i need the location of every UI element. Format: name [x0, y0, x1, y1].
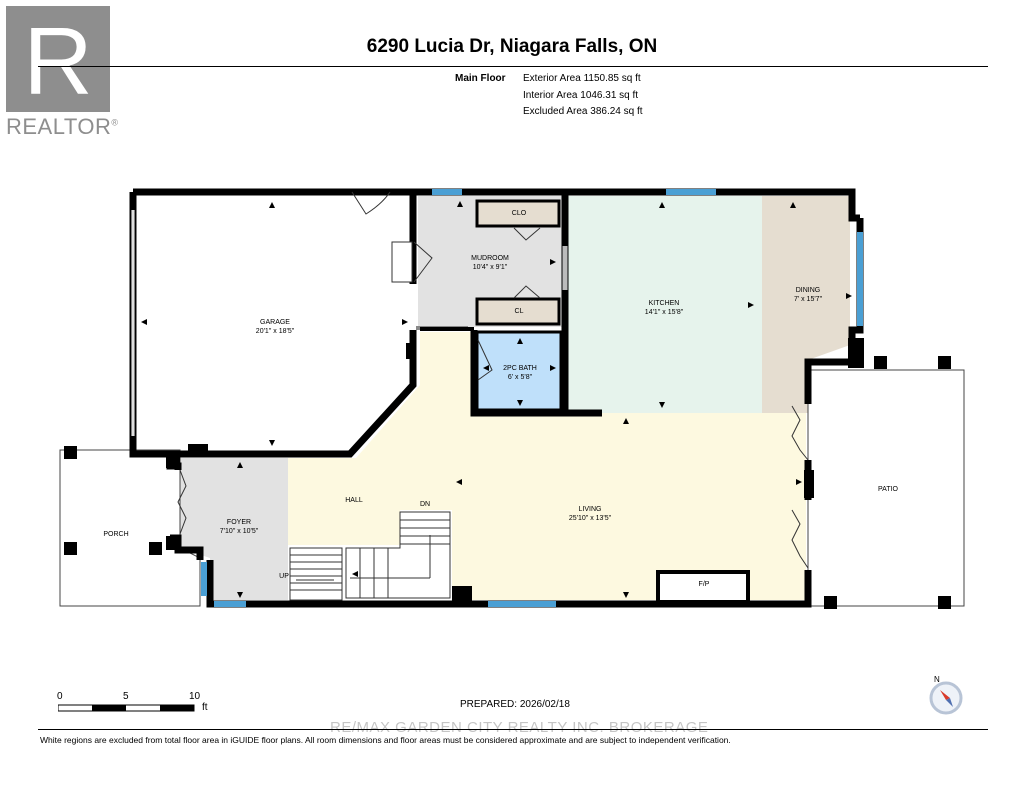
mudroom-step: [391, 241, 413, 283]
stairs-down: [345, 511, 451, 599]
compass-icon: N: [929, 675, 963, 715]
compass-north-label: N: [934, 675, 940, 684]
room-dimensions: 7'10" x 10'5": [219, 528, 259, 535]
patio-post: [824, 596, 837, 609]
room-name: KITCHEN: [648, 300, 680, 307]
stairs-up-label: UP: [279, 573, 289, 580]
excluded-area: Excluded Area 386.24 sq ft: [523, 106, 643, 117]
door-swings: [177, 191, 809, 569]
room-living: LIVING 25'10" x 13'5": [569, 505, 611, 523]
room-mudroom: MUDROOM 10'4" x 9'1": [471, 254, 509, 272]
dining-floor: [762, 196, 850, 413]
room-dimensions: 6' x 5'8": [507, 374, 533, 381]
porch-post: [64, 542, 77, 555]
clo-floor: [475, 199, 561, 228]
realtor-logo: R: [6, 6, 116, 117]
garage-floor: [137, 196, 413, 450]
disclaimer: White regions are excluded from total fl…: [40, 735, 731, 745]
porch-post: [149, 542, 162, 555]
realtor-logo-letter: R: [23, 8, 92, 112]
room-name: LIVING: [578, 506, 602, 513]
fireplace: [656, 570, 750, 604]
room-name: MUDROOM: [471, 255, 509, 262]
foyer-floor: [180, 458, 288, 600]
scale-zero: 0: [57, 691, 63, 702]
stairs-up: [289, 547, 343, 601]
interior-area: Interior Area 1046.31 sq ft: [523, 90, 639, 101]
scale-five: 5: [123, 691, 129, 702]
floor-label: Main Floor: [455, 73, 506, 84]
patio-post: [938, 356, 951, 369]
realtor-wordmark-text: REALTOR: [6, 114, 112, 139]
fireplace-label: F/P: [698, 581, 710, 588]
room-cl: CL: [514, 308, 524, 315]
room-clo: CLO: [511, 210, 527, 217]
room-patio: PATIO: [878, 486, 898, 493]
patio-post: [874, 356, 887, 369]
windows: [201, 189, 863, 607]
room-dimensions: 20'1" x 18'5": [255, 328, 295, 335]
room-porch: PORCH: [103, 531, 129, 538]
patio-outline: [807, 369, 965, 607]
scale-unit: ft: [202, 702, 208, 713]
brokerage-watermark: RE/MAX GARDEN CITY REALTY INC. BROKERAGE: [330, 719, 709, 736]
room-dimensions: 7' x 15'7": [793, 296, 823, 303]
room-bath: 2PC BATH 6' x 5'8": [503, 364, 537, 382]
room-garage: GARAGE 20'1" x 18'5": [256, 318, 294, 336]
prepared-date: PREPARED: 2026/02/18: [460, 699, 570, 710]
patio-post: [938, 596, 951, 609]
page-title: 6290 Lucia Dr, Niagara Falls, ON: [366, 36, 658, 57]
room-hall: HALL: [345, 497, 363, 504]
room-kitchen: KITCHEN 14'1" x 15'8": [645, 299, 683, 317]
living-floor: [288, 332, 806, 600]
realtor-wordmark: REALTOR®: [6, 114, 119, 140]
room-name: FOYER: [226, 519, 252, 526]
registered-mark: ®: [111, 117, 119, 128]
room-dining: DINING 7' x 15'7": [794, 286, 822, 304]
wall-blocks: [166, 326, 864, 606]
room-name: DINING: [795, 287, 821, 294]
room-dimensions: 10'4" x 9'1": [472, 264, 508, 271]
room-dimensions: 25'10" x 13'5": [568, 515, 612, 522]
realtor-logo-mark: R: [6, 6, 110, 115]
title-rule: [38, 66, 988, 67]
stairs-dn-label: DN: [419, 501, 431, 508]
cl-floor: [475, 297, 561, 326]
scale-bar: [58, 704, 195, 712]
porch-outline: [59, 449, 201, 607]
footer-rule: [38, 729, 988, 730]
dimension-markers: [141, 201, 852, 598]
porch-post: [64, 446, 77, 459]
room-name: GARAGE: [260, 319, 290, 326]
room-foyer: FOYER 7'10" x 10'5": [220, 518, 258, 536]
room-name: 2PC BATH: [503, 365, 537, 372]
mudroom-floor: [418, 196, 565, 327]
kitchen-floor: [568, 196, 762, 413]
scale-ten: 10: [189, 691, 201, 702]
exterior-area: Exterior Area 1150.85 sq ft: [523, 73, 641, 84]
room-dimensions: 14'1" x 15'8": [644, 309, 684, 316]
